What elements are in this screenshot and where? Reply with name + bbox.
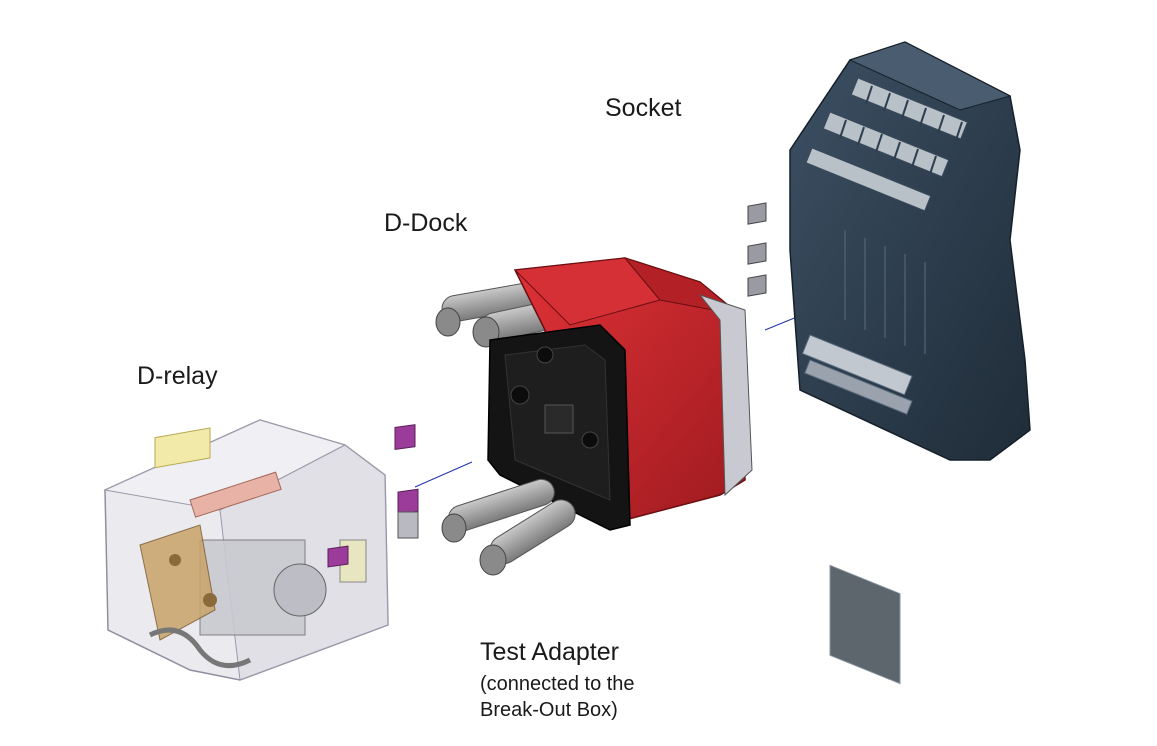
test-adapter-note-line2: Break-Out Box) [480,699,618,721]
ddock-part [435,202,767,576]
socket-label: Socket [605,94,682,122]
drelay-part [103,419,419,681]
ddock-bottom-cables [441,478,576,576]
test-adapter-note-line1: (connected to the [480,673,635,695]
drelay-label: D-relay [137,362,218,390]
socket-part [789,41,1031,685]
test-adapter-label: Test Adapter [480,638,619,666]
ddock-label: D-Dock [384,209,468,237]
